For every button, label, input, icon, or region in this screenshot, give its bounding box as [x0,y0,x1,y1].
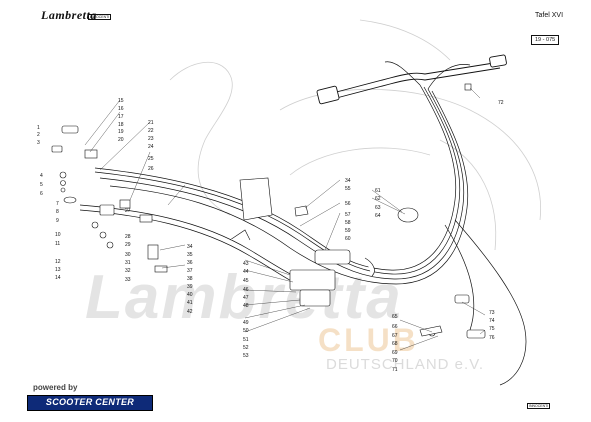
callout-68: 68 [392,341,398,347]
callout-1: 1 [37,125,40,131]
callout-23: 23 [148,136,154,142]
callout-numbers: 1 2 3 4 5 6 7 8 9 10 11 12 13 14 15 16 1… [37,98,504,373]
callout-37: 37 [187,268,193,274]
callout-46: 46 [243,287,249,293]
callout-59: 59 [345,228,351,234]
callout-24: 24 [148,144,154,150]
callout-19: 19 [118,129,124,135]
powered-by-label: powered by [33,383,78,392]
callout-8: 8 [56,209,59,215]
callout-61: 61 [375,188,381,194]
callout-34b: 34 [345,178,351,184]
watermark-country: DEUTSCHLAND e.V. [326,356,484,373]
callout-27: 27 [125,208,131,214]
lambretta-logo: Lambretta INNOCENTI [41,6,112,24]
callout-21: 21 [148,120,154,126]
callout-7: 7 [56,201,59,207]
callout-49: 49 [243,320,249,326]
callout-12: 12 [55,259,61,265]
callout-69: 69 [392,350,398,356]
callout-52: 52 [243,345,249,351]
callout-5: 5 [40,182,43,188]
sponsor-name: SCOOTER CENTER [45,397,135,407]
callout-60: 60 [345,236,351,242]
callout-55: 55 [345,186,351,192]
callout-15: 15 [118,98,124,104]
callout-74: 74 [489,318,495,324]
callout-13: 13 [55,267,61,273]
callout-51: 51 [243,337,249,343]
callout-14: 14 [55,275,61,281]
callout-16: 16 [118,106,124,112]
callout-2: 2 [37,132,40,138]
callout-34a: 34 [187,244,193,250]
callout-63: 63 [375,205,381,211]
callout-71: 71 [392,367,398,373]
callout-38: 38 [187,276,193,282]
callout-40: 40 [187,292,193,298]
callout-28: 28 [125,234,131,240]
callout-25: 25 [148,156,154,162]
left-parts-cluster [51,125,168,273]
callout-70: 70 [392,358,398,364]
callout-18: 18 [118,122,124,128]
callout-65: 65 [392,314,398,320]
callout-64: 64 [375,213,381,219]
callout-3: 3 [37,140,40,146]
cable-bundle [79,61,527,386]
callout-6: 6 [40,191,43,197]
center-mechanism [229,177,375,307]
scooter-silhouette [169,19,542,251]
plate-title: Tafel XVI [535,12,564,19]
callout-48: 48 [243,303,249,309]
callout-39: 39 [187,284,193,290]
callout-29: 29 [125,242,131,248]
callout-31: 31 [125,260,131,266]
brand-name: Lambretta [41,8,97,22]
callout-47: 47 [243,295,249,301]
callout-42: 42 [187,309,193,315]
callout-56: 56 [345,201,351,207]
callout-66: 66 [392,324,398,330]
callout-44: 44 [243,269,249,275]
watermark-word: Lambretta [85,263,403,332]
callout-75: 75 [489,326,495,332]
brand-sub: INNOCENTI [88,14,112,20]
handlebar [316,54,507,105]
callout-36: 36 [187,260,193,266]
innocenti-badge: INNOCENTI [527,403,551,409]
callout-22: 22 [148,128,154,134]
callout-53: 53 [243,353,249,359]
callout-62: 62 [375,196,381,202]
callout-20: 20 [118,137,124,143]
callout-11: 11 [55,241,60,247]
callout-17: 17 [118,114,124,120]
reference-number: 19 - 075 [531,35,560,45]
callout-35: 35 [187,252,193,258]
callout-10: 10 [55,232,61,238]
callout-76: 76 [489,335,495,341]
callout-4: 4 [40,173,43,179]
callout-32: 32 [125,268,131,274]
callout-73: 73 [489,310,495,316]
callout-50: 50 [243,328,249,334]
right-parts-cluster [397,83,486,339]
leader-lines [84,87,486,351]
callout-57: 57 [345,212,351,218]
callout-30: 30 [125,252,131,258]
callout-58: 58 [345,220,351,226]
callout-72: 72 [498,100,504,106]
watermark-club: CLUB [318,322,419,358]
callout-67: 67 [392,333,398,339]
callout-9: 9 [56,218,59,224]
callout-33: 33 [125,277,131,283]
callout-41: 41 [187,300,193,306]
callout-45: 45 [243,278,249,284]
callout-43: 43 [243,261,249,267]
callout-26: 26 [148,166,154,172]
scooter-center-logo: SCOOTER CENTER [27,395,153,411]
